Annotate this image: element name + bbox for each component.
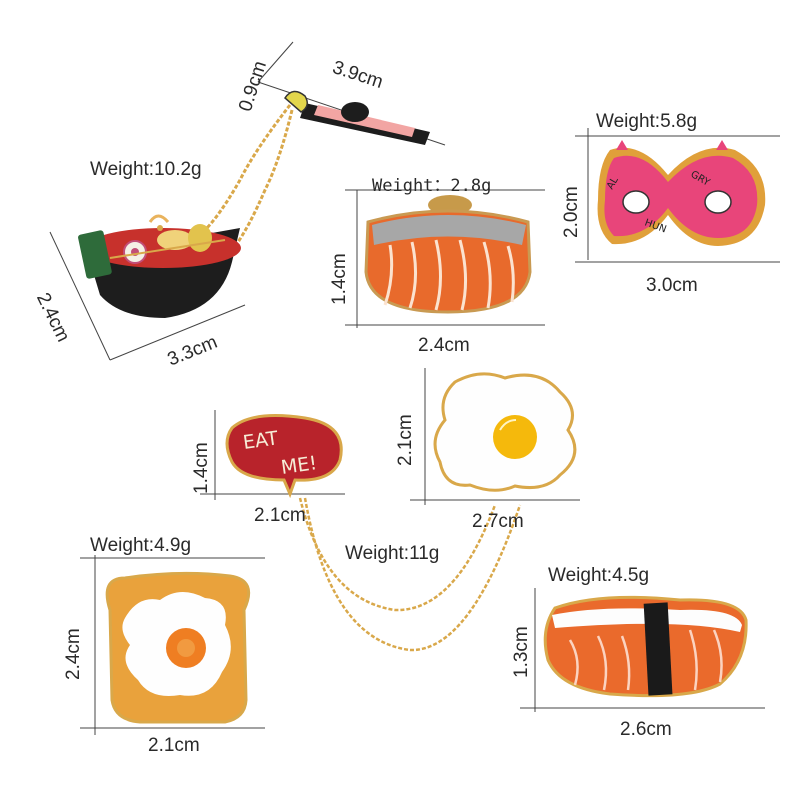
ramen-pin — [49, 41, 446, 361]
fried-egg-pin — [410, 368, 580, 505]
ramen-bowl — [78, 214, 241, 318]
donut-weight-label: Weight:5.8g — [596, 111, 698, 132]
chopsticks — [284, 90, 430, 145]
egg-width-label: 2.7cm — [472, 511, 524, 532]
toast-height-label: 2.4cm — [63, 628, 84, 680]
sushi-height-label: 1.3cm — [511, 626, 532, 678]
toast-dimension-lines — [80, 555, 265, 735]
donut-pin: AL HUN GRY — [575, 128, 780, 263]
salmon-slice-pin — [345, 189, 545, 328]
ramen-weight-label: Weight:10.2g — [90, 159, 202, 180]
toast-width-label: 2.1cm — [148, 735, 200, 756]
ramen-chain — [203, 104, 294, 246]
bubble-text-line1: EAT — [242, 427, 280, 454]
sushi-dimension-lines — [520, 588, 765, 712]
egg-dimension-lines — [410, 368, 580, 505]
toast-pin — [80, 555, 265, 735]
salmon-weight-label: Weight：2.8g — [372, 176, 492, 196]
speech-bubble-pin: EAT ME! — [200, 410, 345, 500]
sushi-pin — [520, 588, 765, 712]
egg-height-label: 2.1cm — [395, 414, 416, 466]
bubble-height-label: 1.4cm — [191, 442, 212, 494]
connecting-chains — [298, 497, 522, 652]
salmon-height-label: 1.4cm — [329, 253, 350, 305]
sushi-weight-label: Weight:4.5g — [548, 565, 650, 586]
sushi-width-label: 2.6cm — [620, 719, 672, 740]
bubble-text: EAT ME! — [242, 427, 319, 479]
toast-weight-label: Weight:4.9g — [90, 535, 192, 556]
chain-pair-weight-label: Weight:11g — [345, 543, 440, 564]
bubble-dimension-lines — [200, 410, 345, 500]
donut-dimension-lines — [575, 128, 780, 263]
salmon-dimension-lines — [345, 189, 545, 328]
bubble-width-label: 2.1cm — [254, 505, 306, 526]
bubble-text-line2: ME! — [280, 452, 319, 479]
donut-height-label: 2.0cm — [561, 186, 582, 238]
donut-width-label: 3.0cm — [646, 275, 698, 296]
salmon-width-label: 2.4cm — [418, 335, 470, 356]
